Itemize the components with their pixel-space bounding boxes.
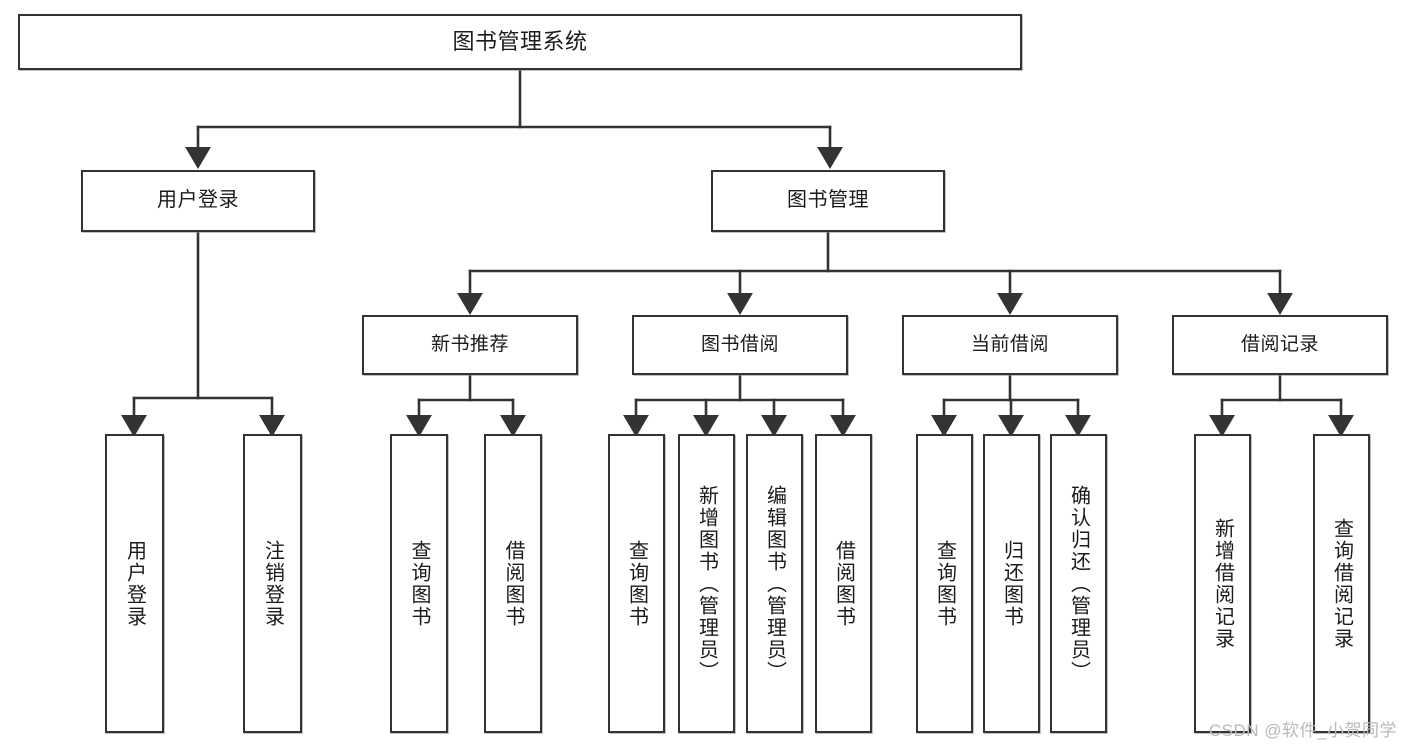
node-root[interactable]: 图书管理系统: [18, 14, 1022, 70]
leaf-add-borrow-record[interactable]: 新增借阅记录: [1194, 434, 1251, 733]
node-current-borrow[interactable]: 当前借阅: [902, 315, 1118, 375]
leaf-return-book-label: 归还图书: [1000, 539, 1023, 628]
leaf-return-book[interactable]: 归还图书: [983, 434, 1040, 733]
node-book-management-label: 图书管理: [787, 189, 869, 212]
node-book-borrow[interactable]: 图书借阅: [632, 315, 848, 375]
leaf-query-book-recommend[interactable]: 查询图书: [390, 434, 448, 733]
node-root-label: 图书管理系统: [452, 29, 588, 55]
leaf-add-book-admin-label: 新增图书（管理员）: [695, 484, 718, 683]
leaf-edit-book-admin[interactable]: 编辑图书（管理员）: [746, 434, 803, 733]
leaf-add-borrow-record-label: 新增借阅记录: [1211, 517, 1234, 650]
leaf-confirm-return-admin-label: 确认归还（管理员）: [1067, 484, 1090, 683]
leaf-query-book-current-label: 查询图书: [933, 539, 956, 628]
node-user-login[interactable]: 用户登录: [81, 170, 315, 232]
node-borrow-record[interactable]: 借阅记录: [1172, 315, 1388, 375]
node-user-login-label: 用户登录: [157, 189, 239, 212]
leaf-confirm-return-admin[interactable]: 确认归还（管理员）: [1050, 434, 1107, 733]
leaf-borrow-book-recommend-label: 借阅图书: [502, 539, 524, 628]
leaf-query-borrow-record[interactable]: 查询借阅记录: [1313, 434, 1370, 733]
leaf-edit-book-admin-label: 编辑图书（管理员）: [763, 484, 786, 683]
node-new-book-recommend-label: 新书推荐: [430, 333, 509, 355]
leaf-add-book-admin[interactable]: 新增图书（管理员）: [678, 434, 735, 733]
leaf-query-book-borrow-label: 查询图书: [625, 539, 648, 628]
node-book-borrow-label: 图书借阅: [700, 333, 779, 355]
leaf-borrow-book-label: 借阅图书: [832, 539, 855, 628]
watermark: CSDN @软件_小贺同学: [1208, 721, 1397, 740]
leaf-borrow-book[interactable]: 借阅图书: [815, 434, 872, 733]
leaf-user-login[interactable]: 用户登录: [105, 434, 164, 733]
node-current-borrow-label: 当前借阅: [970, 333, 1049, 355]
node-borrow-record-label: 借阅记录: [1240, 333, 1319, 355]
leaf-user-login-label: 用户登录: [123, 539, 146, 628]
node-book-management[interactable]: 图书管理: [711, 170, 945, 232]
leaf-query-book-current[interactable]: 查询图书: [916, 434, 973, 733]
leaf-logout-label: 注销登录: [261, 539, 284, 628]
leaf-borrow-book-recommend[interactable]: 借阅图书: [484, 434, 542, 733]
node-new-book-recommend[interactable]: 新书推荐: [362, 315, 578, 375]
leaf-logout[interactable]: 注销登录: [243, 434, 302, 733]
leaf-query-borrow-record-label: 查询借阅记录: [1330, 517, 1353, 650]
leaf-query-book-recommend-label: 查询图书: [408, 539, 430, 628]
leaf-query-book-borrow[interactable]: 查询图书: [608, 434, 665, 733]
